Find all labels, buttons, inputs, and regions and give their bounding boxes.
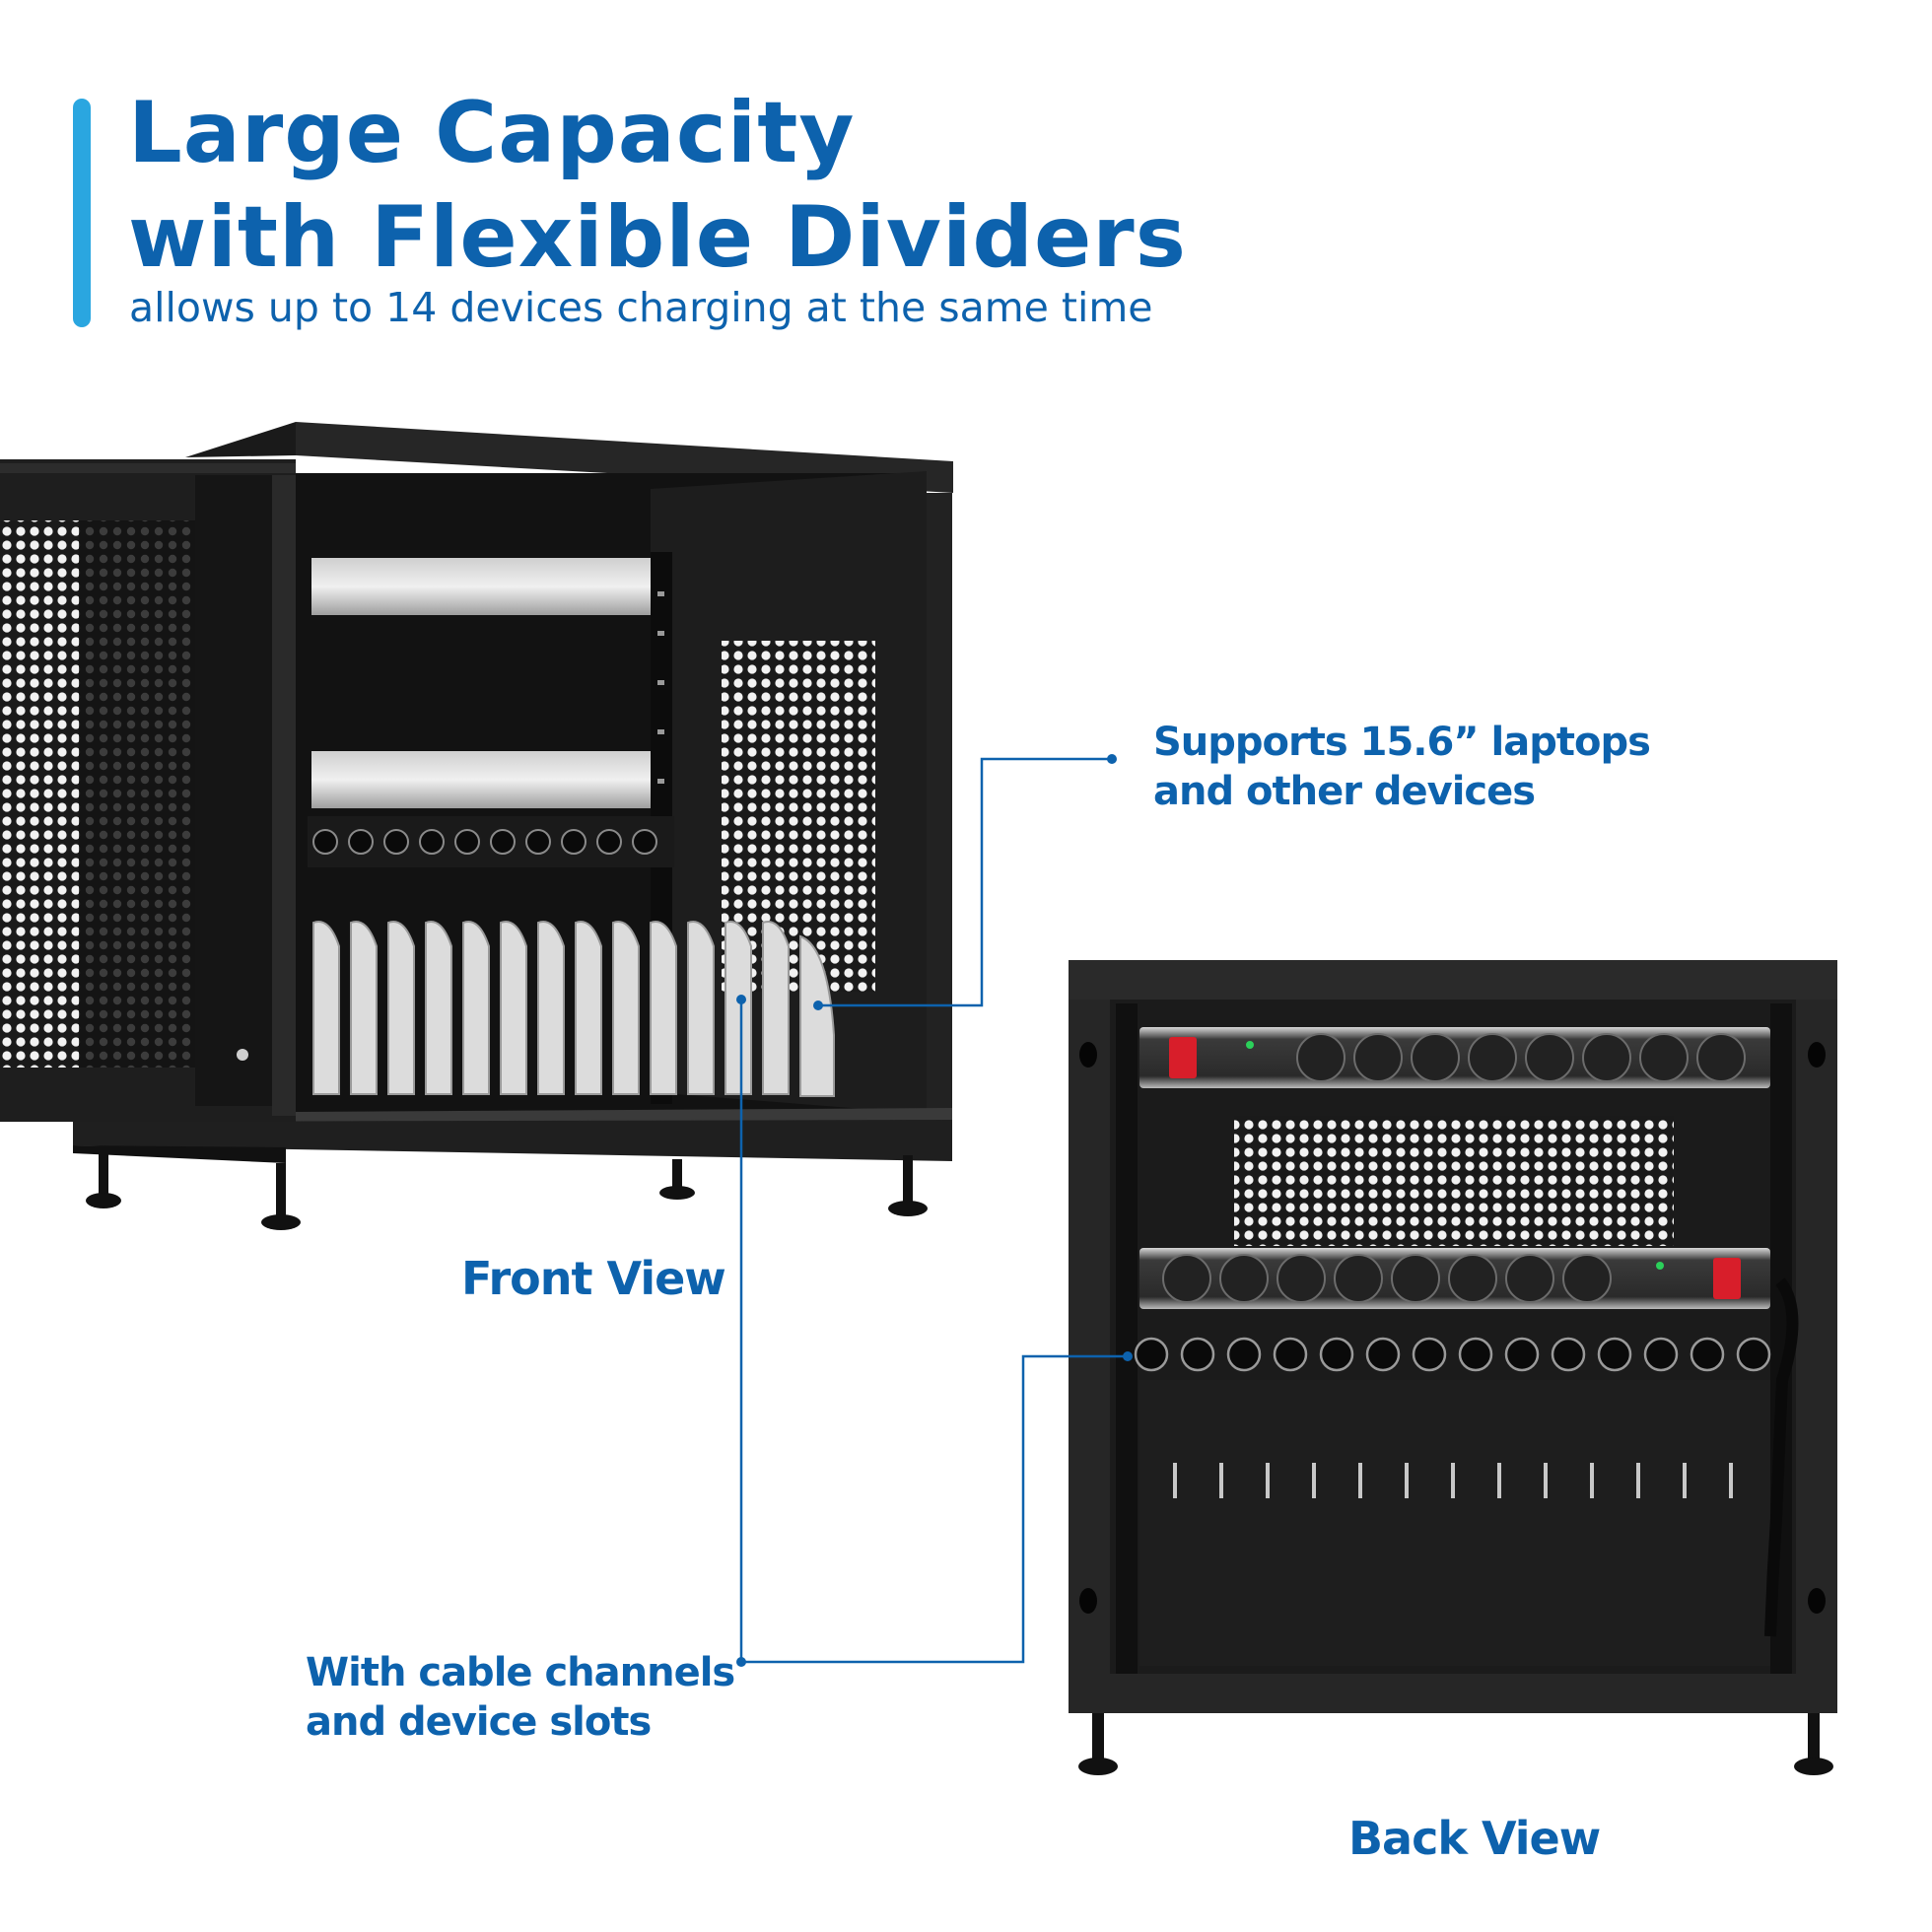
callout-laptop-line-1: Supports 15.6” laptops xyxy=(1153,720,1651,765)
callout-cable-line-1: With cable channels xyxy=(306,1650,735,1695)
power-switch-icon xyxy=(1713,1258,1741,1299)
title-line-2: with Flexible Dividers xyxy=(128,188,1187,287)
shelf-rail-top xyxy=(311,558,651,615)
front-cabinet-legs xyxy=(86,1153,928,1230)
callout-leader-lines xyxy=(739,757,1128,1664)
device-dividers xyxy=(312,921,835,1097)
power-strip-upper xyxy=(1139,1027,1770,1088)
front-view-cabinet xyxy=(0,422,953,1230)
back-grommet-row xyxy=(1134,1337,1771,1372)
power-switch-icon xyxy=(1169,1037,1197,1078)
callout-laptop-support: Supports 15.6” laptops and other devices xyxy=(1153,718,1651,816)
cabinet-door xyxy=(0,459,296,1122)
callout-cable-channels: With cable channels and device slots xyxy=(306,1648,735,1747)
page-subtitle: allows up to 14 devices charging at the … xyxy=(129,284,1153,331)
back-cabinet-legs xyxy=(1078,1713,1833,1775)
callout-laptop-line-2: and other devices xyxy=(1153,769,1536,814)
back-view-label: Back View xyxy=(1348,1812,1601,1865)
front-grommet-row xyxy=(312,829,657,855)
page-title: Large Capacity with Flexible Dividers xyxy=(128,81,1187,290)
callout-cable-line-2: and device slots xyxy=(306,1699,652,1745)
front-view-label: Front View xyxy=(461,1252,726,1305)
accent-bar xyxy=(73,99,91,327)
back-vent-mesh xyxy=(1234,1116,1674,1246)
side-vent-mesh xyxy=(722,641,875,992)
cable-channel-slots xyxy=(1173,1463,1733,1498)
shelf-rail-bottom xyxy=(311,751,651,808)
power-strip-lower xyxy=(1139,1248,1770,1309)
back-view-cabinet xyxy=(1069,960,1837,1775)
title-line-1: Large Capacity xyxy=(128,84,856,182)
